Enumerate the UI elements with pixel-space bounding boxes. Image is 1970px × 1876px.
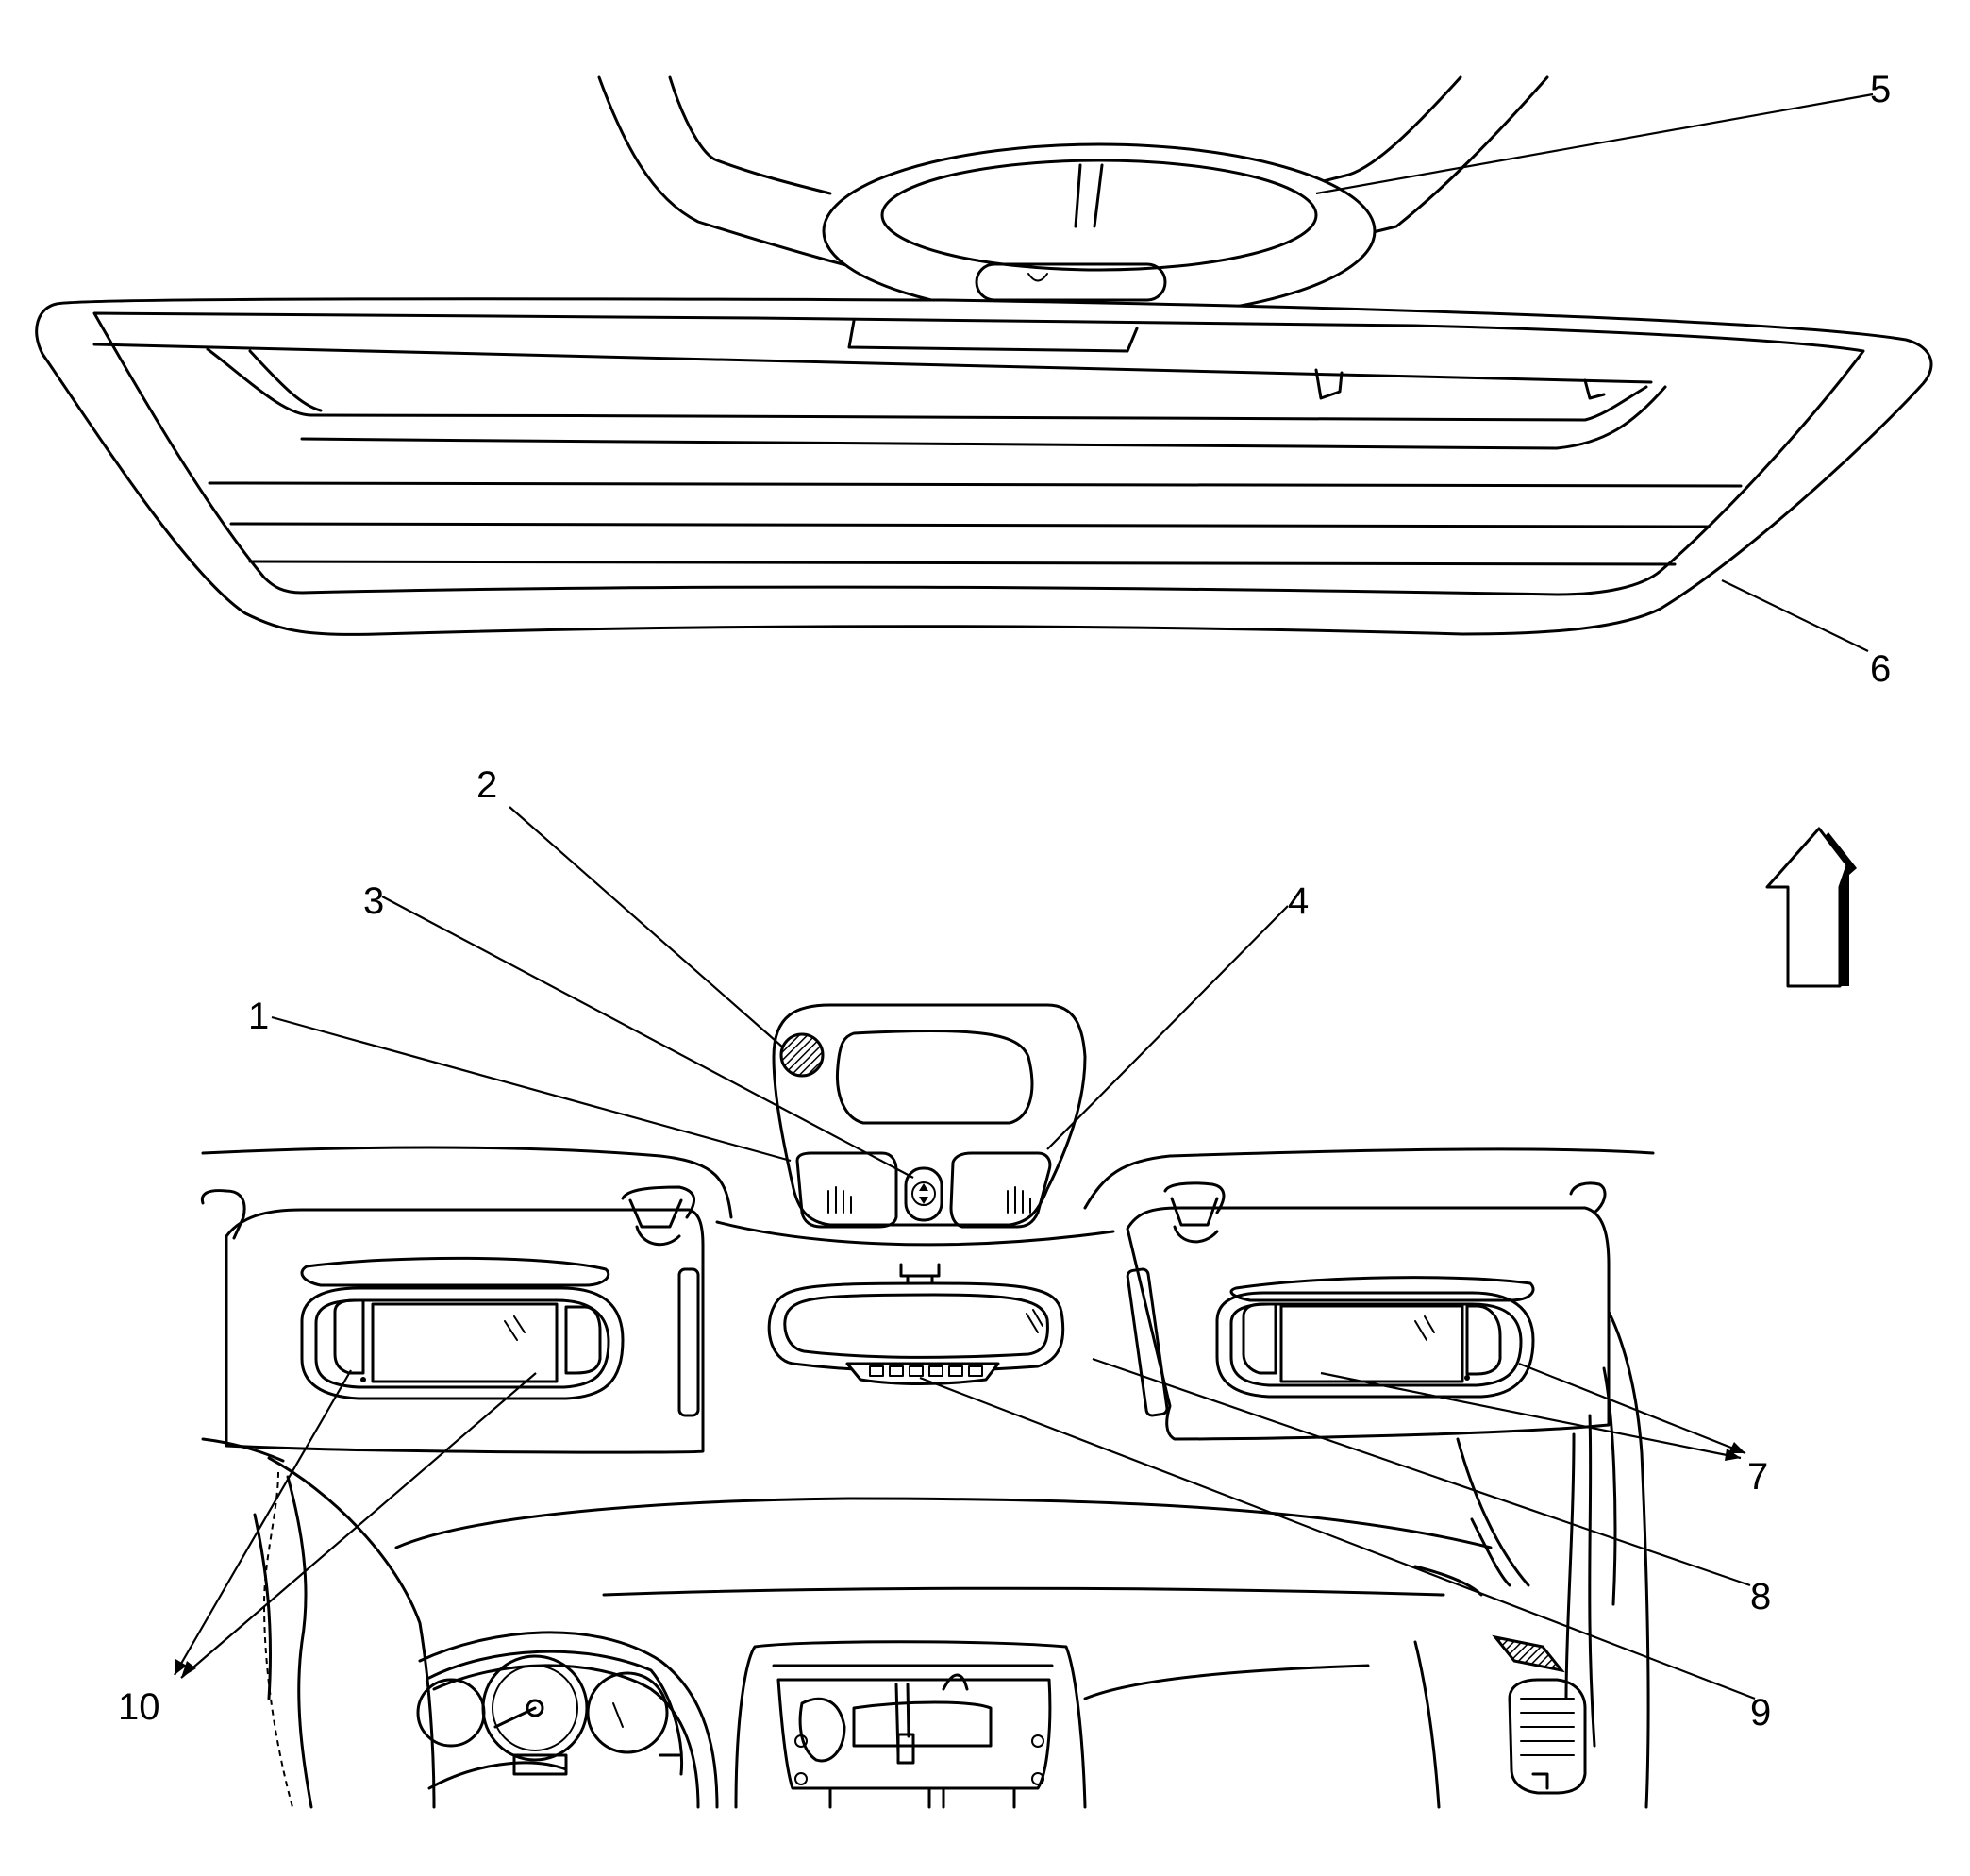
left-sunvisor	[200, 1185, 705, 1454]
sensor-icon	[779, 1032, 825, 1078]
air-vent	[1492, 1634, 1587, 1795]
callout-leaders	[174, 92, 1874, 1700]
callout-7: 7	[1747, 1456, 1768, 1498]
overhead-console-oval	[822, 142, 1377, 320]
callout-4: 4	[1288, 880, 1309, 922]
interior-view	[200, 1003, 1655, 1809]
left-map-lamp	[795, 1151, 898, 1229]
callout-3: 3	[363, 880, 384, 922]
up-arrow-icon	[1765, 827, 1857, 988]
right-map-lamp	[949, 1151, 1052, 1229]
callout-6: 6	[1870, 648, 1891, 690]
lamp-switch	[904, 1166, 943, 1222]
right-sunvisor	[1126, 1181, 1611, 1441]
callout-9: 9	[1750, 1692, 1771, 1734]
callout-1: 1	[248, 996, 269, 1037]
callout-2: 2	[476, 764, 497, 806]
headliner-panel-view	[35, 75, 1933, 636]
headliner-outline	[35, 297, 1933, 636]
callout-labels: 1 2 3 4 5 6 7 8 9 10	[118, 69, 1891, 1734]
callout-5: 5	[1870, 69, 1891, 110]
callout-8: 8	[1750, 1576, 1771, 1617]
rear-view-mirror	[767, 1263, 1065, 1385]
overhead-console	[772, 1003, 1087, 1229]
callout-10: 10	[118, 1686, 160, 1728]
